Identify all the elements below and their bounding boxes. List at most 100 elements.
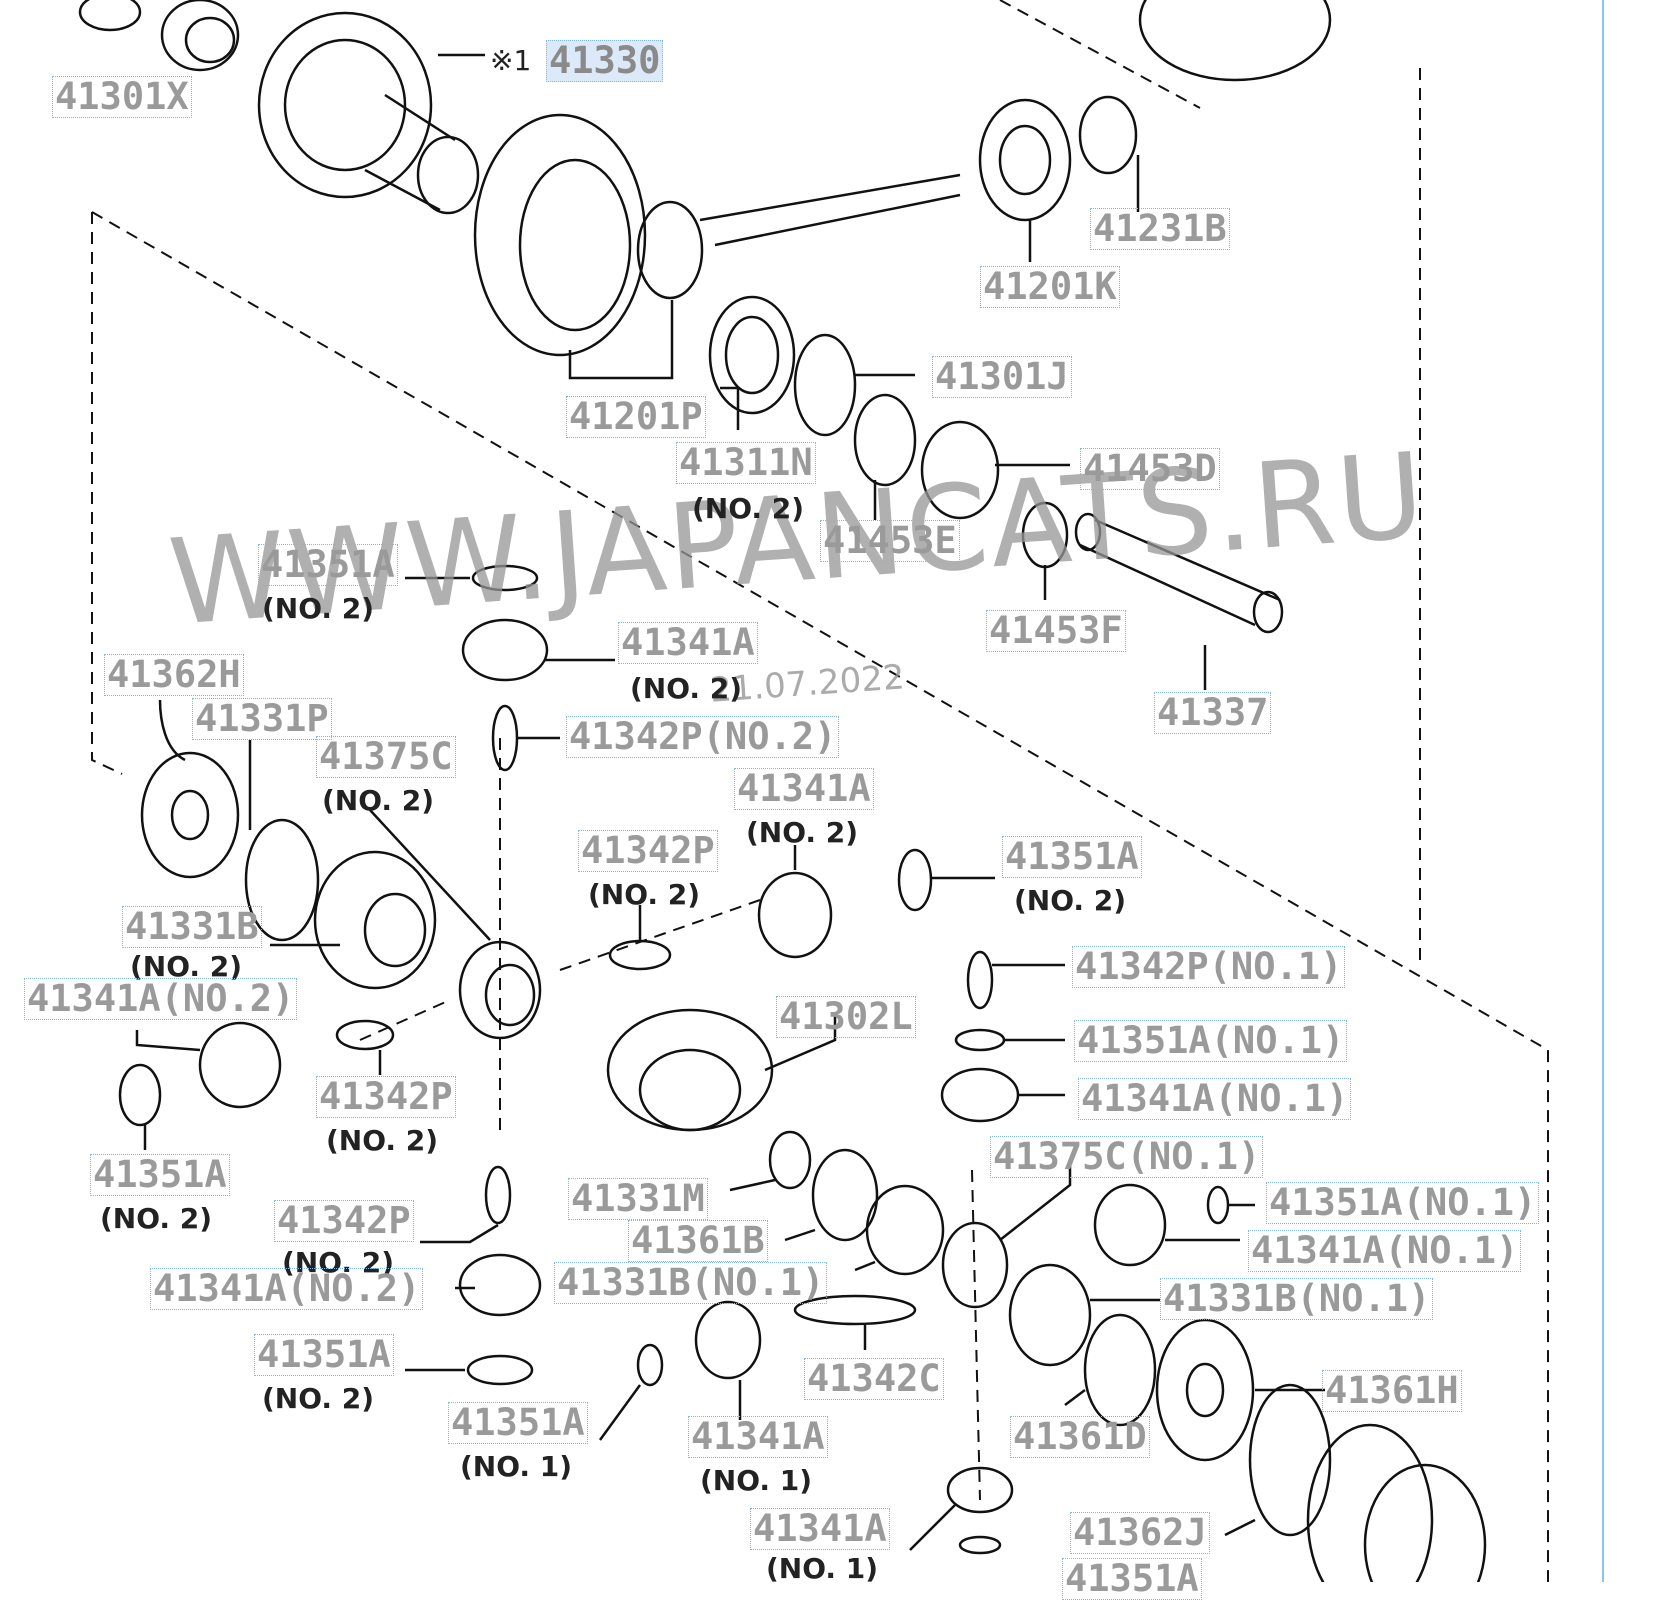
part-shape-disc-41362H [140, 751, 240, 879]
part-label[interactable]: 41342P [316, 1076, 456, 1118]
part-shape-flange-41330 [257, 11, 433, 199]
part-shape-ring-large-a [1306, 1423, 1434, 1582]
part-shape-case-41302L [606, 1008, 774, 1132]
part-shape-gear-41341A-f [458, 1253, 542, 1317]
part-label[interactable]: 41311N [676, 442, 816, 484]
part-label[interactable]: 41341A(NO.1) [1078, 1078, 1352, 1120]
part-label[interactable]: 41341A(NO.2) [150, 1268, 424, 1310]
part-shape-ring-41362J [1248, 1383, 1332, 1537]
part-label[interactable]: 41351A(NO.1) [1074, 1020, 1348, 1062]
part-shape-pin-41342P-c [966, 950, 994, 1010]
dashed-link-1 [559, 899, 761, 971]
dashed-boundary-left [91, 212, 123, 775]
part-label[interactable]: 41331B(NO.1) [1160, 1278, 1434, 1320]
ref-mark: ※1 [490, 44, 532, 77]
part-shape-washer-41361D [1083, 1313, 1157, 1427]
part-note: (NO. 2) [100, 1202, 213, 1235]
part-label[interactable]: 41331B(NO.1) [554, 1262, 828, 1304]
part-label[interactable]: 41341A [750, 1508, 890, 1550]
part-shape-washer-41351A-h [958, 1535, 1002, 1555]
part-note: (NO. 2) [130, 950, 243, 983]
dashed-axis-low [971, 1169, 981, 1501]
part-shape-gear-41341A-h [946, 1466, 1014, 1514]
dashed-link-2 [359, 999, 451, 1041]
part-label[interactable]: 41342P(NO.1) [1072, 946, 1346, 988]
part-label[interactable]: 41362J [1070, 1512, 1210, 1554]
part-shape-disc-41361H [1155, 1318, 1255, 1462]
part-label[interactable]: 41341A(NO.1) [1248, 1230, 1522, 1272]
part-label[interactable]: 41351A [254, 1334, 394, 1376]
part-label[interactable]: 41351A [1002, 836, 1142, 878]
part-shape-shim-41331P [244, 818, 320, 942]
part-shape-case-top-right [1138, 0, 1332, 82]
part-shape-washer-top [78, 0, 142, 32]
part-shape-gear-41341A-e [1093, 1183, 1167, 1267]
part-shape-bearing-top [160, 0, 240, 72]
part-shape-gear-41341A-g [694, 1300, 762, 1380]
part-note: (NO. 2) [630, 672, 743, 705]
part-label[interactable]: 41453D [1080, 448, 1220, 490]
part-label[interactable]: 41331M [568, 1178, 708, 1220]
part-note: (NO. 1) [766, 1552, 879, 1585]
part-label[interactable]: 41342P [274, 1200, 414, 1242]
part-shape-pinion [636, 200, 704, 300]
part-shape-gear-41341A-c [198, 1021, 282, 1109]
part-label[interactable]: 41342P(NO.2) [566, 716, 840, 758]
part-label[interactable]: 41351A [1062, 1558, 1202, 1600]
part-label[interactable]: 41351A [448, 1402, 588, 1444]
part-label[interactable]: 41337 [1154, 692, 1272, 734]
part-note: (NO. 1) [460, 1450, 573, 1483]
part-label[interactable]: 41331B [122, 906, 262, 948]
part-note: (NO. 2) [1014, 884, 1127, 917]
part-shape-washer-41351A-a [471, 564, 539, 592]
part-label[interactable]: 41361B [628, 1220, 768, 1262]
part-shape-pin-41342P-b [608, 939, 672, 971]
part-shape-pin-41342P-d [335, 1019, 395, 1051]
part-shape-spacer-41375C-b [941, 1221, 1009, 1309]
part-shape-cup-b [1078, 95, 1138, 175]
part-label[interactable]: 41375C [316, 736, 456, 778]
part-label[interactable]: 41361D [1010, 1416, 1150, 1458]
part-shape-washer-41351A-e [1206, 1185, 1230, 1225]
part-label[interactable]: 41330 [546, 40, 664, 82]
part-shape-gear-41341A-d [940, 1067, 1020, 1123]
part-label[interactable]: 41201P [566, 396, 706, 438]
part-label[interactable]: 41341A [734, 768, 874, 810]
part-label[interactable]: 41342P [578, 830, 718, 872]
part-note: (NO. 2) [588, 878, 701, 911]
part-shape-ring-gear [473, 113, 647, 357]
part-shape-bearing-k [978, 98, 1072, 222]
part-label[interactable]: 41351A [258, 544, 398, 586]
part-shape-snapring-41331M [768, 1130, 812, 1190]
part-shape-ring-large-b [1363, 1463, 1487, 1582]
part-label[interactable]: 41341A(NO.2) [24, 978, 298, 1020]
part-shape-collar-d [920, 420, 1000, 520]
part-note: (NO. 2) [746, 816, 859, 849]
part-label[interactable]: 41362H [104, 654, 244, 696]
part-shape-gear-41341A-a [461, 618, 549, 682]
part-label[interactable]: 41351A [90, 1154, 230, 1196]
part-label[interactable]: 41331P [192, 698, 332, 740]
part-label[interactable]: 41375C(NO.1) [990, 1136, 1264, 1178]
part-note: (NO. 2) [692, 492, 805, 525]
part-note: (NO. 2) [282, 1246, 395, 1279]
part-label[interactable]: 41301X [52, 76, 192, 118]
part-label[interactable]: 41342C [804, 1358, 944, 1400]
part-shape-washer-41351A-d [118, 1063, 162, 1127]
part-label[interactable]: 41453F [986, 610, 1126, 652]
part-label[interactable]: 41302L [776, 996, 916, 1038]
dashed-boundary-upper [999, 0, 1201, 109]
part-shape-bearing-n [708, 295, 796, 415]
part-label[interactable]: 41351A(NO.1) [1266, 1182, 1540, 1224]
part-label[interactable]: 41341A [688, 1416, 828, 1458]
part-label[interactable]: 41361H [1322, 1370, 1462, 1412]
part-label[interactable]: 41201K [980, 266, 1120, 308]
part-note: (NO. 2) [262, 1382, 375, 1415]
part-label[interactable]: 41231B [1090, 208, 1230, 250]
part-shape-side-gear-41331B [313, 850, 437, 990]
part-label[interactable]: 41301J [932, 356, 1072, 398]
part-note: (NO. 1) [700, 1464, 813, 1497]
part-label[interactable]: 41341A [618, 622, 758, 664]
part-label[interactable]: 41453E [820, 520, 960, 562]
part-shape-washer-41351A-f [466, 1354, 534, 1386]
